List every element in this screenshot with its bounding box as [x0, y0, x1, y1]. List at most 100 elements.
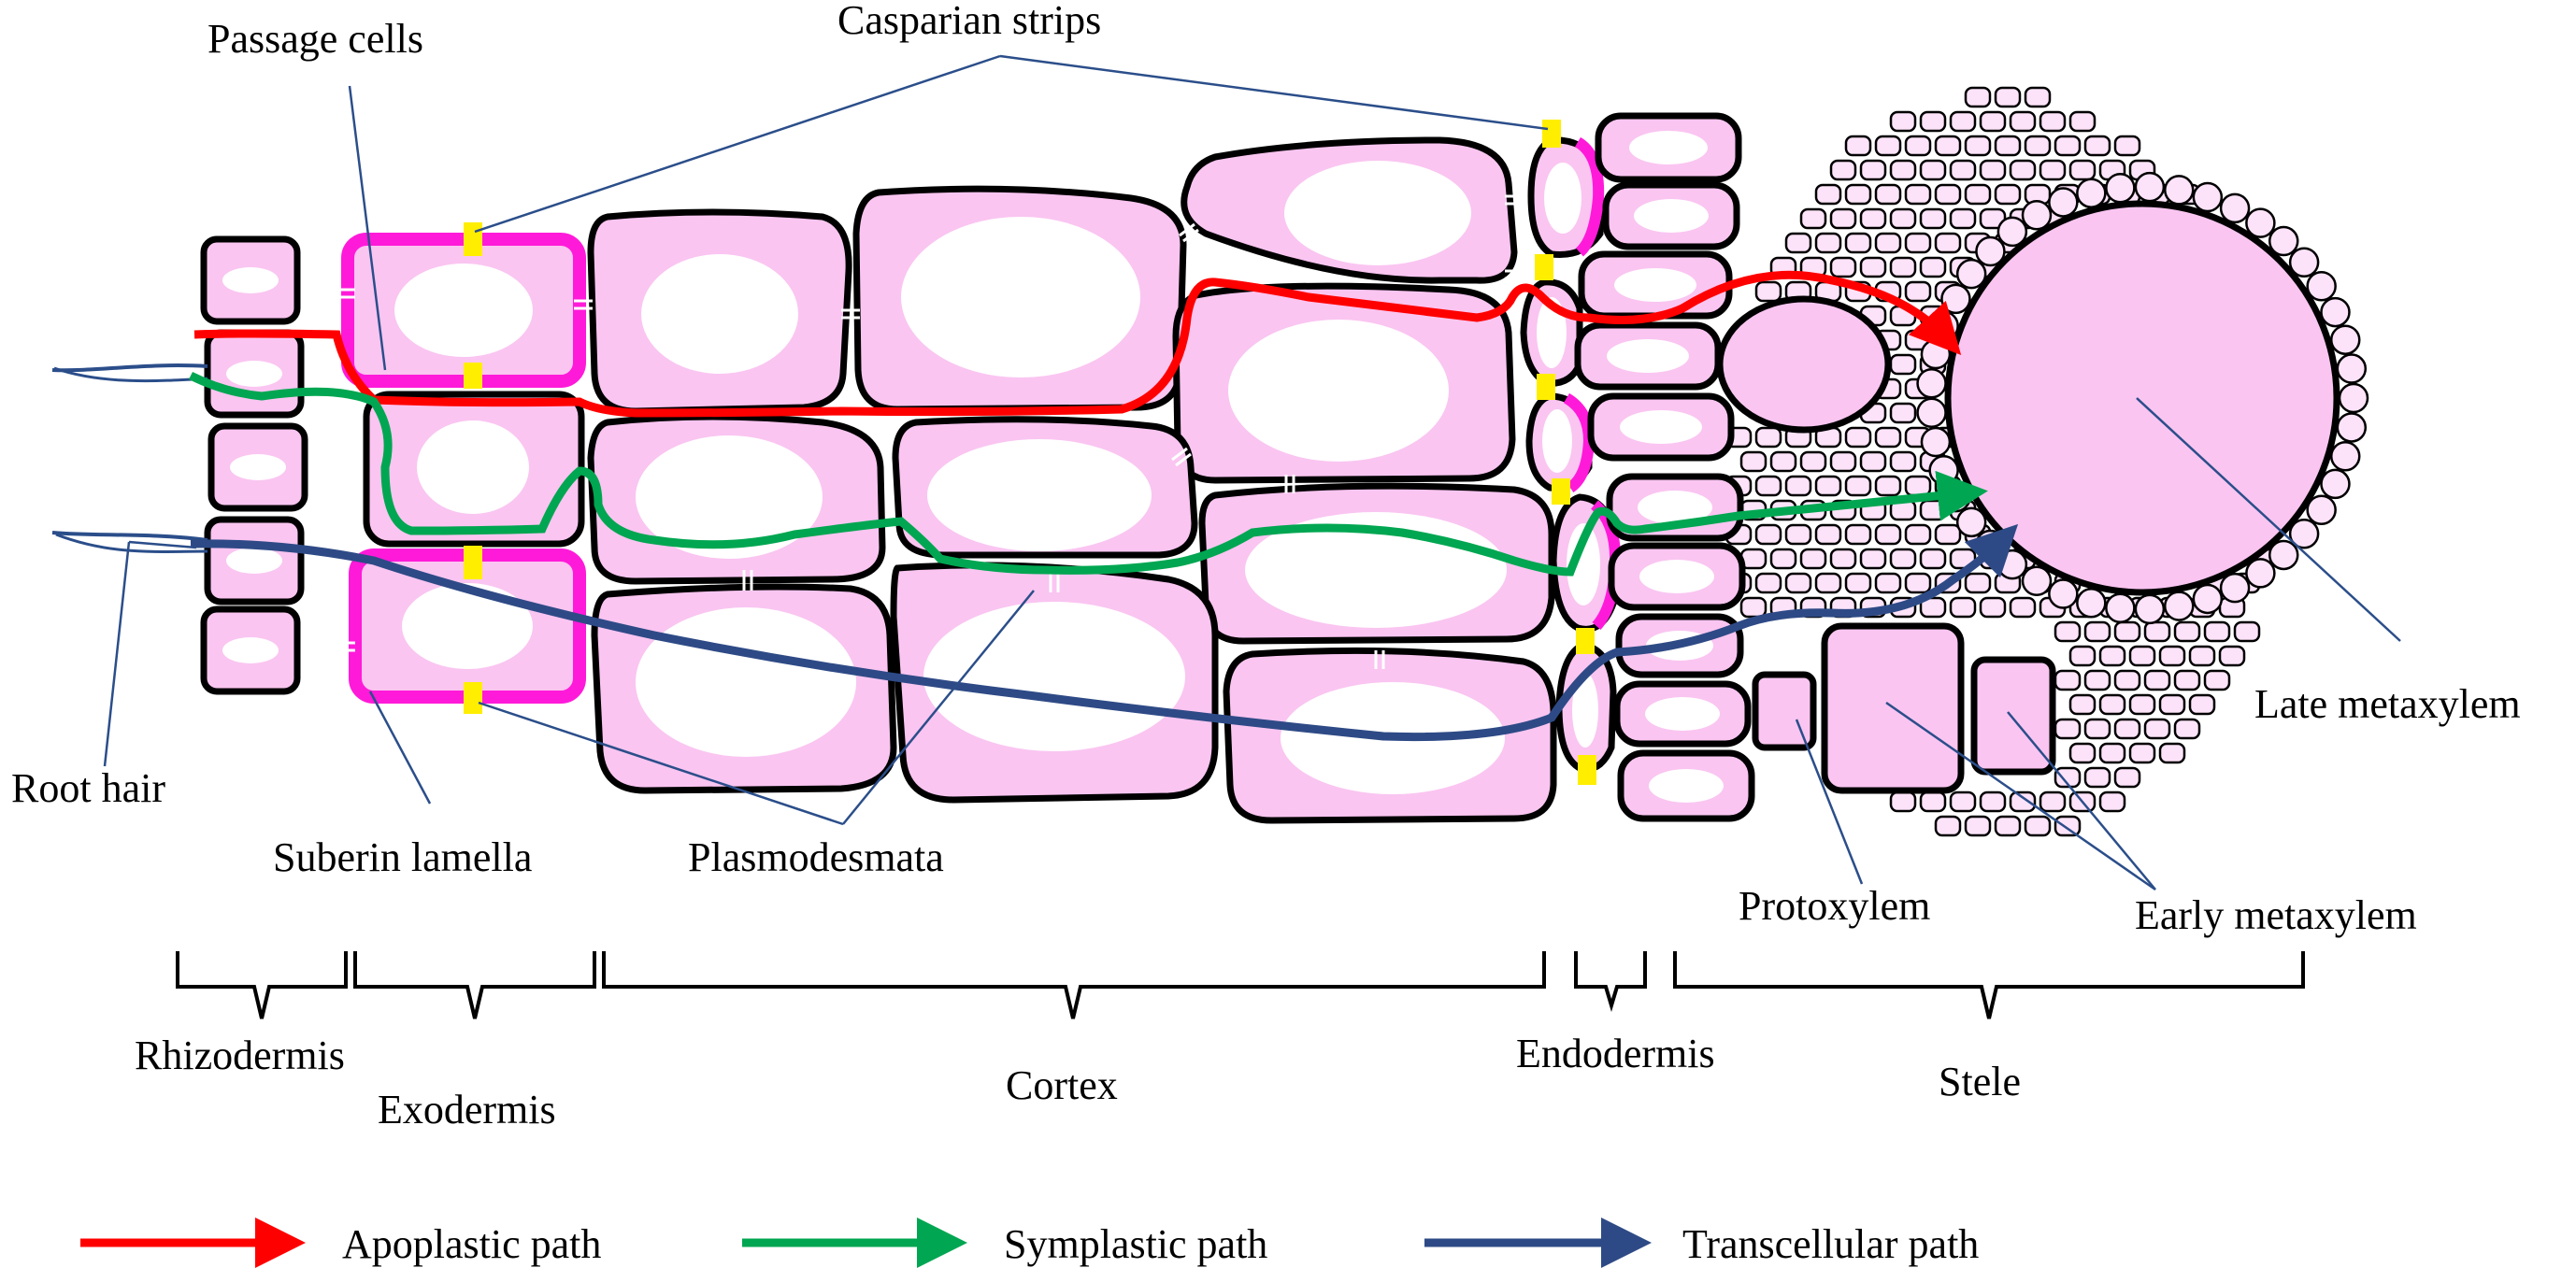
stele-parenchyma-cell [2173, 718, 2201, 740]
stele-parenchyma-cell [1814, 183, 1842, 206]
label-protoxylem: Protoxylem [1739, 883, 1930, 929]
stele-parenchyma-cell [1874, 183, 1902, 206]
metaxylem-ring-cell [1916, 397, 1947, 429]
symplastic-path [188, 371, 1988, 577]
stele-parenchyma-cell [1979, 159, 2007, 181]
stele-parenchyma-cell [1919, 596, 1947, 619]
stele-parenchyma-cell [1859, 450, 1887, 473]
stele-parenchyma-cell [1889, 402, 1917, 424]
stele-parenchyma-cell [2039, 791, 2067, 813]
stele-parenchyma-cell [1889, 207, 1917, 230]
metaxylem-ring-cell [2163, 591, 2195, 621]
stele-parenchyma-cell [2054, 766, 2082, 789]
stele-parenchyma-cell [2098, 693, 2126, 716]
stele-parenchyma-cell [1769, 450, 1797, 473]
stele-parenchyma-cell [2113, 718, 2141, 740]
metaxylem-ring-cell [2105, 172, 2136, 204]
stele-parenchyma-cell [2188, 693, 2216, 716]
stele-parenchyma-cell [1874, 475, 1902, 497]
stele-parenchyma-cell [1754, 426, 1782, 449]
stele-parenchyma-cell [2009, 110, 2037, 133]
region-braces [176, 951, 2305, 1019]
stele-parenchyma-cell [2009, 791, 2037, 813]
metaxylem-ring-cell [2288, 519, 2320, 549]
stele-parenchyma-cell [1829, 450, 1857, 473]
metaxylem-ring-cell [1996, 216, 2028, 248]
label-casparian-strips: Casparian strips [837, 0, 1101, 43]
stele-parenchyma-cell [1904, 232, 1932, 254]
stele-parenchyma-cell [2113, 620, 2141, 643]
stele-parenchyma-cell [2113, 135, 2141, 157]
stele-parenchyma-cell [1979, 110, 2007, 133]
metaxylem-ring-cell [2105, 592, 2136, 624]
stele-parenchyma-cell [1904, 523, 1932, 546]
stele-parenchyma-cell [2054, 718, 2082, 740]
stele-parenchyma-cell [1784, 232, 1812, 254]
stele-parenchyma-cell [1904, 183, 1932, 206]
stele-parenchyma-cell [1964, 135, 1992, 157]
stele-parenchyma-cell [1829, 159, 1857, 181]
stele-parenchyma-cell [1814, 232, 1842, 254]
metaxylem-ring-cell [1920, 426, 1952, 458]
stele-parenchyma-cell [1919, 791, 1947, 813]
stele-parenchyma-cell [1994, 183, 2022, 206]
metaxylem-ring-cell [2192, 583, 2224, 615]
stele-parenchyma-cell [1799, 450, 1827, 473]
metaxylem-ring-cell [2076, 588, 2107, 619]
stele-parenchyma-cell [2098, 742, 2126, 764]
stele-parenchyma-cell [1934, 815, 1962, 837]
metaxylem-ring-cell [1920, 338, 1952, 370]
metaxylem-ring-cell [2219, 572, 2251, 604]
stele-parenchyma-cell [1844, 135, 1872, 157]
legend-item-apoplastic: Apoplastic path [80, 1218, 601, 1268]
stele-parenchyma-cell [1754, 280, 1782, 303]
metaxylem-ring-cell [1916, 367, 1947, 399]
stele-parenchyma-cell [1934, 135, 1962, 157]
metaxylem-ring-cell [2192, 181, 2224, 213]
region-exodermis: Exodermis [378, 1087, 556, 1132]
legend-apoplastic-label: Apoplastic path [342, 1221, 601, 1267]
stele-parenchyma-cell [2039, 159, 2067, 181]
stele-parenchyma-cell [1919, 256, 1947, 278]
stele-parenchyma-cell [1979, 791, 2007, 813]
label-suberin-lamella: Suberin lamella [273, 834, 532, 880]
stele-parenchyma-cell [2173, 669, 2201, 691]
stele-parenchyma-cell [1919, 499, 1947, 521]
stele-parenchyma-cell [2068, 693, 2097, 716]
stele-parenchyma-cell [2009, 596, 2037, 619]
metaxylem-ring-cell [2163, 175, 2195, 206]
stele-parenchyma-cell [1829, 548, 1857, 570]
stele-parenchyma-cell [1949, 110, 1977, 133]
stele-parenchyma-cell [1994, 815, 2022, 837]
stele-parenchyma-cell [1979, 596, 2007, 619]
legend-item-transcellular: Transcellular path [1424, 1218, 1979, 1268]
stele-parenchyma-cell [1904, 280, 1932, 303]
stele-parenchyma-cell [1814, 572, 1842, 594]
leader-lines [103, 54, 2401, 891]
metaxylem-ring-cell [1928, 455, 1959, 486]
stele-parenchyma-cell [1799, 548, 1827, 570]
stele-parenchyma-cell [1964, 815, 1992, 837]
stele-parenchyma-cell [2068, 159, 2097, 181]
stele-parenchyma-cell [1904, 475, 1932, 497]
label-late-metaxylem: Late metaxylem [2254, 681, 2521, 727]
legend-item-symplastic: Symplastic path [742, 1218, 1267, 1268]
stele-parenchyma-cell [1829, 207, 1857, 230]
stele-parenchyma-cell [2158, 693, 2186, 716]
rhizodermis-cells [200, 235, 308, 695]
stele-parenchyma-cell [1889, 256, 1917, 278]
metaxylem-ring-cell [2336, 412, 2368, 443]
metaxylem-ring-cell [2076, 178, 2107, 208]
stele-parenchyma-cell [1889, 159, 1917, 181]
stele-parenchyma-cell [1964, 86, 1992, 108]
stele-parenchyma-cell [2143, 620, 2171, 643]
protoxylem-vessel [1752, 671, 1817, 751]
stele-parenchyma-cell [2083, 766, 2111, 789]
transcellular-path [190, 523, 2019, 742]
stele-parenchyma-cell [1844, 426, 1872, 449]
stele-parenchyma-cell [1934, 232, 1962, 254]
stele-parenchyma-cell [2083, 620, 2111, 643]
stele-parenchyma-cell [1829, 256, 1857, 278]
stele-parenchyma-cell [2068, 645, 2097, 667]
